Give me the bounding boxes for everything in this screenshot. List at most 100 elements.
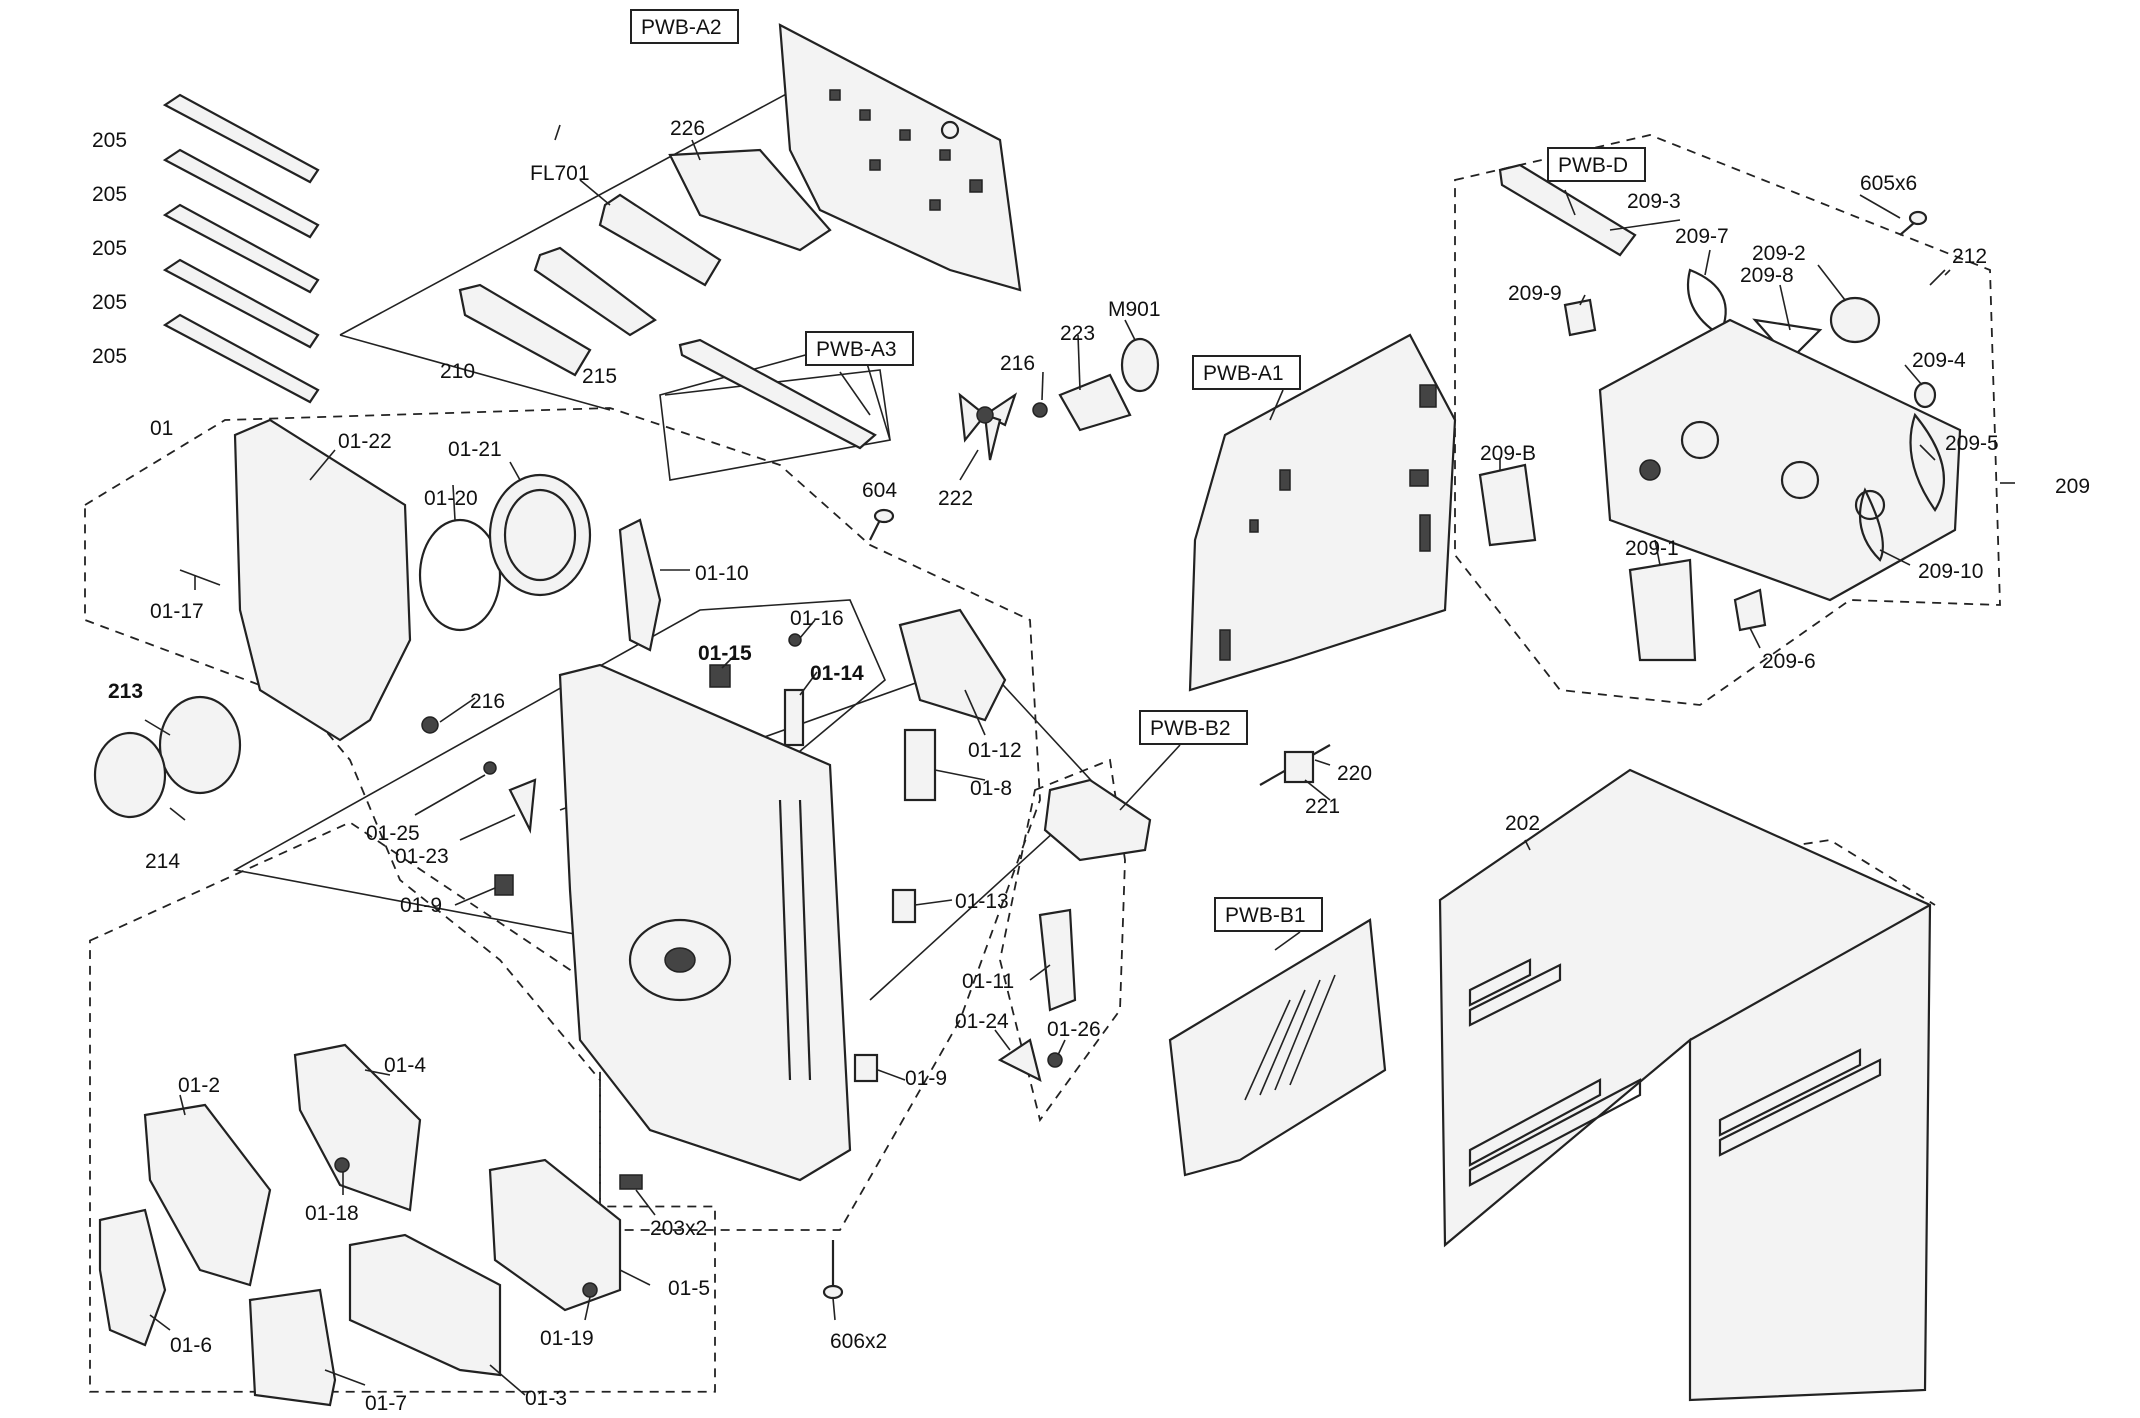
part-01-24: [997, 1038, 1042, 1083]
label-01-15: 01-15: [698, 642, 752, 665]
part-226-bracket: [668, 148, 832, 252]
label-pwb-b1: PWB-B1: [1225, 904, 1306, 927]
trim-strip-4: [162, 258, 320, 349]
part-01-10: [618, 518, 662, 652]
part-01-9-bottom: [853, 1053, 879, 1083]
plane-chassis: [232, 599, 886, 936]
part-01-3: [348, 1233, 502, 1377]
label-209-9: 209-9: [1508, 282, 1562, 305]
label-209-2: 209-2: [1752, 242, 1806, 265]
label-209-6: 209-6: [1762, 650, 1816, 673]
label-223: 223: [1060, 322, 1095, 345]
cabinet-202: [1438, 768, 1932, 1402]
label-203x2: 203x2: [650, 1217, 707, 1240]
label-216-small: 216: [470, 690, 505, 713]
motor-209-2: [1829, 296, 1881, 344]
part-01-9-top: [494, 874, 514, 896]
part-01-23: [508, 778, 537, 834]
part-209-b: [1478, 463, 1537, 547]
label-205-2: 205: [92, 183, 127, 206]
part-01-16: [788, 633, 802, 647]
screw-605x6: [1899, 210, 1928, 236]
trim-strip-3: [162, 203, 320, 294]
part-210-shield: [458, 283, 592, 377]
part-01-15: [709, 664, 731, 688]
part-216-collar: [1032, 402, 1048, 418]
label-01-5: 01-5: [668, 1277, 710, 1300]
pwb-b1-board: [1168, 918, 1387, 1177]
label-01-4: 01-4: [384, 1054, 426, 1077]
part-01-12: [898, 608, 1007, 722]
label-226: 226: [670, 117, 705, 140]
label-pwb-b2: PWB-B2: [1150, 717, 1231, 740]
label-221: 221: [1305, 795, 1340, 818]
label-01-16: 01-16: [790, 607, 844, 630]
label-202: 202: [1505, 812, 1540, 835]
pwb-a2-board: [778, 23, 1022, 292]
label-01-10: 01-10: [695, 562, 749, 585]
label-216-fan: 216: [1000, 352, 1035, 375]
label-01-9-bottom: 01-9: [905, 1067, 947, 1090]
group-boundary-front-panel: [84, 407, 1041, 1231]
label-205-1: 205: [92, 129, 127, 152]
label-213: 213: [108, 680, 143, 703]
label-fl701: FL701: [530, 162, 590, 185]
pwb-d-board: [1498, 163, 1637, 257]
cassette-mechanism: [1598, 318, 1962, 602]
label-604: 604: [862, 479, 897, 502]
label-209-1: 209-1: [1625, 537, 1679, 560]
label-pwb-a3: PWB-A3: [816, 338, 897, 361]
group-boundary-lower-parts: [89, 821, 716, 1393]
label-01-13: 01-13: [955, 890, 1009, 913]
label-209-4: 209-4: [1912, 349, 1966, 372]
label-01: 01: [150, 417, 173, 440]
label-212: 212: [1952, 245, 1987, 268]
part-223-motor-bracket: [1058, 373, 1132, 432]
group-boundary-pwb-b2: [999, 758, 1126, 1123]
part-01-18: [334, 1157, 350, 1173]
label-01-24: 01-24: [955, 1010, 1009, 1033]
pwb-a2-components: [829, 89, 983, 211]
label-222: 222: [938, 487, 973, 510]
leader-lines: [144, 124, 2015, 1396]
part-212: [1929, 269, 1946, 286]
label-214: 214: [145, 850, 180, 873]
fan-222: [958, 392, 1018, 461]
label-01-2: 01-2: [178, 1074, 220, 1097]
label-01-12: 01-12: [968, 739, 1022, 762]
motor-m901: [1120, 337, 1160, 393]
part-01-2: [143, 1103, 272, 1287]
label-01-17: 01-17: [150, 600, 204, 623]
pwb-a1-board: [1188, 333, 1457, 692]
part-216-small: [421, 716, 439, 734]
label-01-21: 01-21: [448, 438, 502, 461]
pwb-d-label-box: [1547, 147, 1646, 182]
label-01-23: 01-23: [395, 845, 449, 868]
pwb-a1-label-box: [1192, 355, 1301, 390]
pwb-b2-board: [1043, 778, 1152, 862]
cabinet-vents: [1468, 958, 1882, 1187]
label-01-25: 01-25: [366, 822, 420, 845]
part-209-9: [1563, 298, 1597, 337]
label-205-3: 205: [92, 237, 127, 260]
label-pwb-a1: PWB-A1: [1203, 362, 1284, 385]
label-01-7: 01-7: [365, 1392, 407, 1415]
label-205-4: 205: [92, 291, 127, 314]
belt-209-10: [1858, 487, 1884, 562]
pwb-a1-components: [1219, 384, 1437, 661]
pwb-a3-label-box: [805, 331, 914, 366]
part-01-8: [903, 728, 937, 802]
label-210: 210: [440, 360, 475, 383]
label-209-5: 209-5: [1945, 432, 1999, 455]
label-01-6: 01-6: [170, 1334, 212, 1357]
part-01-6: [98, 1208, 167, 1347]
label-01-26: 01-26: [1047, 1018, 1101, 1041]
part-01-4: [293, 1043, 422, 1212]
pwb-b2-label-box: [1139, 710, 1248, 745]
part-01-11: [1038, 908, 1077, 1012]
label-220: 220: [1337, 762, 1372, 785]
label-01-11: 01-11: [962, 970, 1014, 993]
label-01-22: 01-22: [338, 430, 392, 453]
part-01-13: [891, 888, 917, 924]
